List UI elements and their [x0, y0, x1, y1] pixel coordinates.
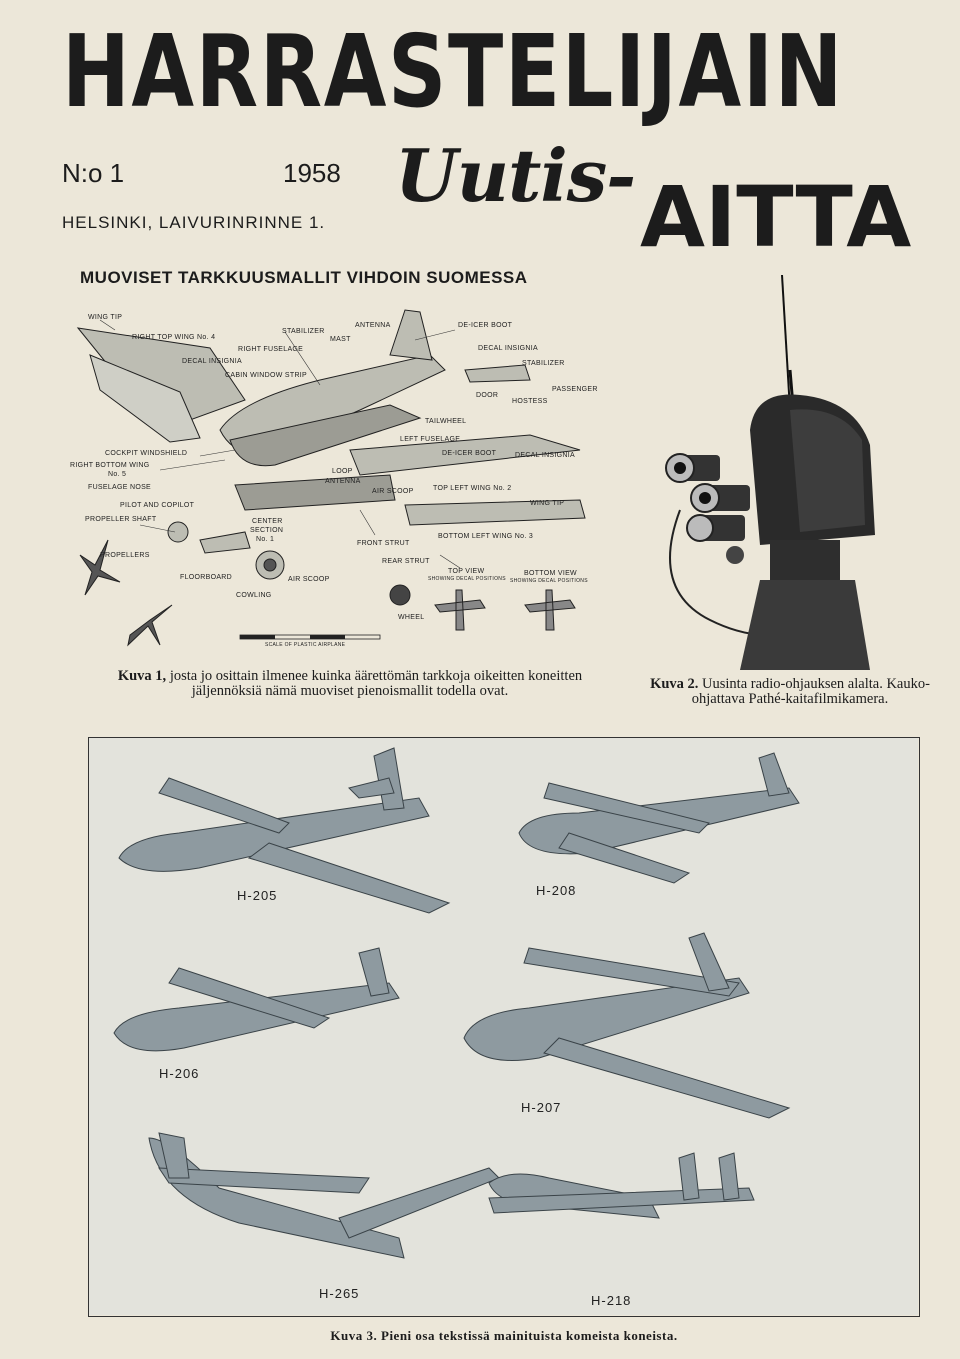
label-loop: LOOP	[332, 468, 353, 475]
label-center-section: No. 1	[256, 536, 275, 543]
label-top-view-sub: SHOWING DECAL POSITIONS	[428, 576, 506, 582]
label-passenger: PASSENGER	[552, 386, 598, 393]
plane-label: H-205	[237, 888, 278, 903]
label-decal-insignia: DECAL INSIGNIA	[478, 345, 538, 352]
label-right-top-wing: RIGHT TOP WING No. 4	[132, 334, 216, 341]
label-decal-insignia: DECAL INSIGNIA	[182, 358, 242, 365]
label-wing-tip: WING TIP	[88, 314, 123, 321]
label-fuselage-nose: FUSELAGE NOSE	[88, 484, 152, 491]
caption-kuva-2-label: Kuva 2.	[650, 676, 699, 692]
label-bottom-view: BOTTOM VIEW	[524, 570, 577, 577]
caption-kuva-1: Kuva 1, josta jo osittain ilmenee kuinka…	[110, 668, 590, 700]
label-rear-strut: REAR STRUT	[382, 558, 430, 565]
label-bottom-view-sub: SHOWING DECAL POSITIONS	[510, 578, 588, 584]
label-center-section: CENTER	[252, 518, 283, 525]
model-planes-image	[89, 738, 918, 1315]
masthead-subtitle-script: Uutis-	[395, 133, 636, 218]
label-door: DOOR	[476, 392, 499, 399]
label-de-icer-boot: DE-ICER BOOT	[458, 322, 513, 329]
label-tailwheel: TAILWHEEL	[425, 418, 467, 425]
label-pilot-copilot: PILOT AND COPILOT	[120, 502, 195, 509]
plane-label: H-265	[319, 1286, 360, 1301]
label-propellers: PROPELLERS	[100, 552, 150, 559]
label-center-section: SECTION	[250, 527, 284, 534]
plane-label: H-208	[536, 883, 577, 898]
label-air-scoop: AIR SCOOP	[288, 576, 330, 583]
caption-kuva-1-text: josta jo osittain ilmenee kuinka äärettö…	[169, 668, 583, 700]
scale-bar	[239, 634, 381, 640]
caption-kuva-2-text: Uusinta radio-ohjauksen alalta. Kauko-oh…	[691, 676, 930, 708]
plane-label: H-218	[591, 1293, 632, 1308]
label-no5: No. 5	[108, 471, 127, 478]
label-de-icer-boot: DE-ICER BOOT	[442, 450, 497, 457]
label-wheel: WHEEL	[398, 614, 425, 621]
camera-photo	[640, 270, 940, 670]
label-bottom-left-wing: BOTTOM LEFT WING No. 3	[438, 533, 534, 540]
masthead-subtitle-block: AITTA	[640, 168, 912, 266]
label-stabilizer: STABILIZER	[282, 328, 325, 335]
camera-image	[665, 274, 875, 670]
label-left-fuselage: LEFT FUSELAGE	[400, 436, 461, 443]
label-hostess: HOSTESS	[512, 398, 548, 405]
issue-number: N:o 1	[62, 158, 125, 188]
diagram-drawing	[76, 309, 586, 647]
label-scale: SCALE OF PLASTIC AIRPLANE	[265, 642, 346, 648]
label-right-fuselage: RIGHT FUSELAGE	[238, 346, 304, 353]
issue-year: 1958	[283, 158, 341, 188]
label-front-strut: FRONT STRUT	[357, 540, 410, 547]
label-propeller-shaft: PROPELLER SHAFT	[85, 516, 157, 523]
label-air-scoop: AIR SCOOP	[372, 488, 414, 495]
article-headline: MUOVISET TARKKUUSMALLIT VIHDOIN SUOMESSA	[80, 268, 528, 287]
masthead-title: HARRASTELIJAIN	[62, 13, 845, 130]
publisher-address: HELSINKI, LAIVURINRINNE 1.	[62, 213, 326, 232]
label-antenna: ANTENNA	[355, 322, 391, 329]
label-top-view: TOP VIEW	[448, 568, 485, 575]
label-wing-tip: WING TIP	[530, 500, 565, 507]
label-decal-insignia: DECAL INSIGNIA	[515, 452, 575, 459]
label-stabilizer: STABILIZER	[522, 360, 565, 367]
label-cowling: COWLING	[236, 592, 272, 599]
caption-kuva-1-label: Kuva 1,	[117, 668, 167, 684]
label-mast: MAST	[330, 336, 351, 343]
caption-kuva-3: Kuva 3. Pieni osa tekstissä mainituista …	[330, 1328, 678, 1343]
label-top-left-wing: TOP LEFT WING No. 2	[433, 485, 512, 492]
exploded-diagram: WING TIP RIGHT TOP WING No. 4 STABILIZER…	[60, 300, 620, 660]
label-right-bottom-wing: RIGHT BOTTOM WING	[70, 462, 150, 469]
model-planes-photo: H-205 H-208 H-206 H-207 H-265 H-218	[88, 737, 920, 1317]
label-cabin-window-strip: CABIN WINDOW STRIP	[225, 372, 308, 379]
caption-kuva-2: Kuva 2. Uusinta radio-ohjauksen alalta. …	[640, 676, 940, 708]
label-cockpit-windshield: COCKPIT WINDSHIELD	[105, 450, 188, 457]
label-antenna: ANTENNA	[325, 478, 361, 485]
label-floorboard: FLOORBOARD	[180, 574, 233, 581]
plane-label: H-207	[521, 1100, 562, 1115]
plane-label: H-206	[159, 1066, 200, 1081]
